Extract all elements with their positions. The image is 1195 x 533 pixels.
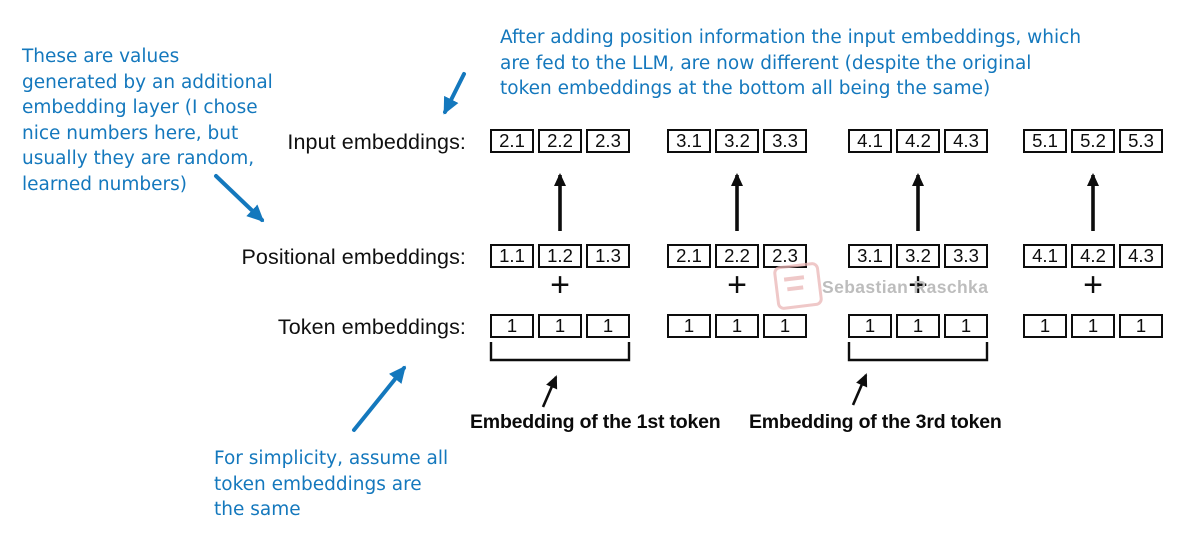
top-annotation-arrow [443, 72, 466, 115]
annotation-line: usually they are random, [22, 148, 255, 169]
plus-operator: + [550, 266, 570, 304]
embedding-cell: 1 [715, 314, 759, 338]
bottom-annotation: For simplicity, assume all token embeddin… [214, 446, 448, 523]
embedding-cell: 3.1 [848, 244, 892, 268]
caption-third-token: Embedding of the 3rd token [749, 411, 1002, 433]
plus-operator: + [727, 266, 747, 304]
input-embeddings-label: Input embeddings: [287, 130, 466, 154]
embedding-cell: 1 [538, 314, 582, 338]
embedding-cell: 4.1 [848, 129, 892, 153]
embedding-cell: 2.2 [715, 244, 759, 268]
embedding-cell: 3.3 [763, 129, 807, 153]
embedding-cell: 2.1 [667, 244, 711, 268]
embedding-cell: 4.3 [1119, 244, 1163, 268]
annotation-line: are fed to the LLM, are now different (d… [500, 52, 1032, 74]
annotation-line: learned numbers) [22, 173, 187, 195]
token-group3-bracket [847, 342, 989, 362]
watermark-text: Sebastian Raschka [822, 277, 989, 297]
embedding-cell: 1 [763, 314, 807, 338]
embedding-cell: 3.1 [667, 129, 711, 153]
plus-operator: + [908, 266, 928, 304]
token-group1-bracket [489, 342, 631, 362]
embedding-cell: 3.2 [896, 244, 940, 268]
embedding-cell: 3.3 [944, 244, 988, 268]
embedding-cell: 4.2 [1071, 244, 1115, 268]
embedding-cell: 4.1 [1023, 244, 1067, 268]
bottom-annotation-arrow [352, 365, 406, 432]
left-annotation: These are values generated by an addition… [22, 44, 273, 197]
embedding-cell: 1 [848, 314, 892, 338]
embedding-cell: 1 [896, 314, 940, 338]
annotation-line: the same [214, 499, 301, 520]
annotation-line: After adding position information the in… [500, 27, 1082, 48]
embedding-cell: 1 [586, 314, 630, 338]
embedding-cell: 1 [1023, 314, 1067, 338]
embedding-cell: 1 [944, 314, 988, 338]
embedding-cell: 1 [667, 314, 711, 338]
annotation-line: token embeddings at the bottom all being… [500, 78, 991, 99]
embedding-cell: 2.1 [490, 129, 534, 153]
embedding-cell: 1.1 [490, 244, 534, 268]
annotation-line: These are values [22, 46, 180, 67]
top-annotation: After adding position information the in… [500, 25, 1081, 102]
embedding-cell: 5.3 [1119, 129, 1163, 153]
annotation-line: nice numbers here, but [22, 122, 239, 144]
embedding-cell: 1.2 [538, 244, 582, 268]
embedding-cell: 4.2 [896, 129, 940, 153]
embedding-cell: 4.3 [944, 129, 988, 153]
caption-arrow-1st [541, 375, 558, 408]
annotation-line: For simplicity, assume all [214, 448, 449, 469]
embedding-cell: 2.3 [586, 129, 630, 153]
embedding-cell: 2.3 [763, 244, 807, 268]
caption-arrow-3rd [851, 373, 868, 406]
embedding-cell: 3.2 [715, 129, 759, 153]
embedding-cell: 5.2 [1071, 129, 1115, 153]
embedding-cell: 2.2 [538, 129, 582, 153]
embedding-cell: 1 [1119, 314, 1163, 338]
caption-first-token: Embedding of the 1st token [470, 411, 721, 433]
embedding-cell: 5.1 [1023, 129, 1067, 153]
token-embeddings-label: Token embeddings: [277, 315, 466, 339]
annotation-line: token embeddings are [214, 473, 422, 495]
annotation-line: embedding layer (I chose [22, 97, 258, 118]
embedding-cell: 1 [490, 314, 534, 338]
annotation-line: generated by an additional [22, 71, 273, 93]
embedding-cell: 1.3 [586, 244, 630, 268]
plus-operator: + [1083, 266, 1103, 304]
watermark-stamp-icon [772, 261, 824, 311]
embedding-cell: 1 [1071, 314, 1115, 338]
positional-embeddings-label: Positional embeddings: [241, 245, 466, 269]
